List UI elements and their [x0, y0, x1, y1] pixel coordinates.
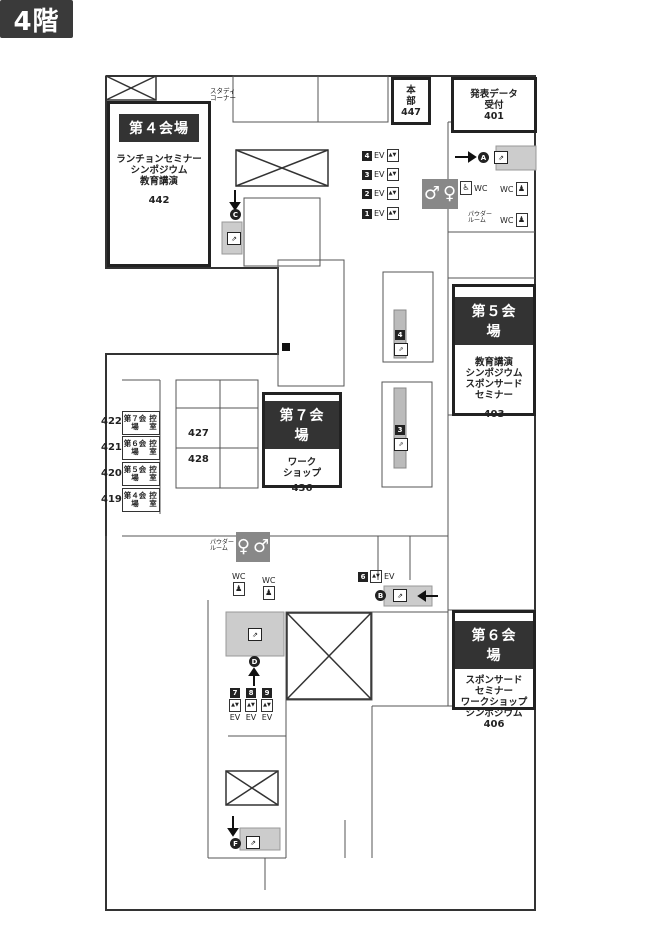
stair-d-marker: D: [249, 656, 260, 667]
waiting-room[interactable]: 第４会場控室: [122, 488, 160, 512]
waiting-room-num: 419: [101, 494, 122, 505]
stair-b-marker: B: [375, 590, 386, 601]
room-428: 428: [188, 454, 209, 465]
waiting-room-num: 422: [101, 416, 122, 427]
wc-north-2[interactable]: WC♟: [500, 213, 528, 227]
elevator-6[interactable]: 6▲▼EV: [358, 570, 395, 583]
venue-title: 第５会場: [455, 297, 533, 345]
person-icon: ♟: [515, 213, 528, 227]
stair-d-icon[interactable]: ⇗: [248, 628, 262, 641]
elevator-icon: ▲▼: [370, 570, 382, 583]
waiting-room-num: 421: [101, 442, 122, 453]
waiting-room[interactable]: 第６会場控室: [122, 436, 160, 460]
room-number: 447: [401, 106, 421, 118]
wc-south-1[interactable]: WC♟: [232, 572, 246, 596]
elevator-icon: ▲▼: [386, 168, 399, 181]
elevator-icon: ▲▼: [229, 699, 241, 712]
venue-program: スポンサードセミナーワークショップシンポジウム: [460, 675, 528, 719]
stair-f-marker: F: [230, 838, 241, 849]
female-icon: ♀: [442, 183, 457, 204]
wc-north-1[interactable]: WC♟: [500, 182, 528, 196]
elevator-icon: ▲▼: [386, 187, 399, 200]
stair-c-icon[interactable]: ⇗: [227, 232, 241, 245]
escalator-4-icon[interactable]: ⇗: [394, 343, 408, 356]
venue-406[interactable]: 第６会場 スポンサードセミナーワークショップシンポジウム 406: [452, 610, 536, 730]
direction-arrows: [227, 151, 477, 837]
venue-title: 第６会場: [455, 621, 533, 669]
atrium-voids: [105, 75, 372, 806]
room-401-reception[interactable]: 発表データ 受付 401: [451, 77, 537, 133]
venue-403[interactable]: 第５会場 教育講演シンポジウムスポンサードセミナー 403: [452, 284, 536, 420]
male-icon: ♂: [253, 536, 270, 557]
waiting-room[interactable]: 第５会場控室: [122, 462, 160, 486]
pillar-marker: [282, 343, 290, 351]
elevator-icon: ▲▼: [245, 699, 257, 712]
venue-title: 第７会場: [265, 401, 339, 449]
wc-south-2[interactable]: WC♟: [262, 576, 276, 600]
waiting-room[interactable]: 第７会場控室: [122, 411, 160, 435]
escalator-3-number: 3: [395, 425, 405, 435]
venue-title: 第４会場: [119, 114, 199, 142]
honbu-label-1: 本: [406, 84, 416, 96]
restroom-north[interactable]: ♂♀: [422, 179, 458, 209]
floor-badge: 4階: [0, 0, 73, 38]
stair-a-marker: A: [478, 152, 489, 163]
elevator-icon: ▲▼: [386, 149, 399, 162]
elevator-icon: ▲▼: [261, 699, 273, 712]
room-number: 442: [148, 195, 170, 206]
restroom-south[interactable]: ♀♂: [236, 532, 270, 562]
venue-436[interactable]: 第７会場 ワークショップ 436: [262, 392, 342, 494]
room-number: 436: [291, 483, 313, 494]
waiting-room-num: 420: [101, 468, 122, 479]
person-icon: ♟: [262, 586, 275, 600]
stair-a-icon[interactable]: ⇗: [494, 151, 508, 164]
elevator-icon: ▲▼: [386, 207, 399, 220]
escalator-4-number: 4: [395, 330, 405, 340]
elevator-9[interactable]: 9▲▼EV: [261, 688, 273, 722]
stair-b-icon[interactable]: ⇗: [393, 589, 407, 602]
honbu-label-2: 部: [406, 95, 416, 107]
powder-room-label: パウダールーム: [468, 211, 493, 224]
male-icon: ♂: [423, 183, 440, 204]
stair-f-icon[interactable]: ⇗: [246, 836, 260, 849]
escalator-3-icon[interactable]: ⇗: [394, 438, 408, 451]
stair-areas: [221, 145, 537, 851]
room-427: 427: [188, 428, 209, 439]
powder-room-label: パウダールーム: [210, 539, 235, 552]
study-corner-label: スタディコーナー: [210, 87, 236, 102]
venue-program: ランチョンセミナーシンポジウム教育講演: [116, 154, 202, 187]
venue-442[interactable]: 第４会場 ランチョンセミナーシンポジウム教育講演 442: [107, 101, 211, 267]
reception-label-2: 受付: [484, 99, 504, 111]
venue-program: 教育講演シンポジウムスポンサードセミナー: [465, 357, 523, 401]
elevator-7[interactable]: 7▲▼EV: [229, 688, 241, 722]
room-number: 406: [483, 719, 505, 730]
room-number: 401: [484, 110, 504, 122]
elevator-8[interactable]: 8▲▼EV: [245, 688, 257, 722]
room-number: 403: [483, 409, 505, 420]
room-447-honbu[interactable]: 本 部 447: [391, 77, 431, 125]
person-icon: ♟: [515, 182, 528, 196]
reception-label-1: 発表データ: [470, 88, 518, 100]
female-icon: ♀: [236, 536, 251, 557]
wc-accessible[interactable]: ♿WC: [460, 181, 488, 195]
venue-program: ワークショップ: [282, 457, 321, 479]
wheelchair-icon: ♿: [460, 181, 472, 195]
person-icon: ♟: [232, 582, 245, 596]
stair-c-marker: C: [230, 209, 241, 220]
